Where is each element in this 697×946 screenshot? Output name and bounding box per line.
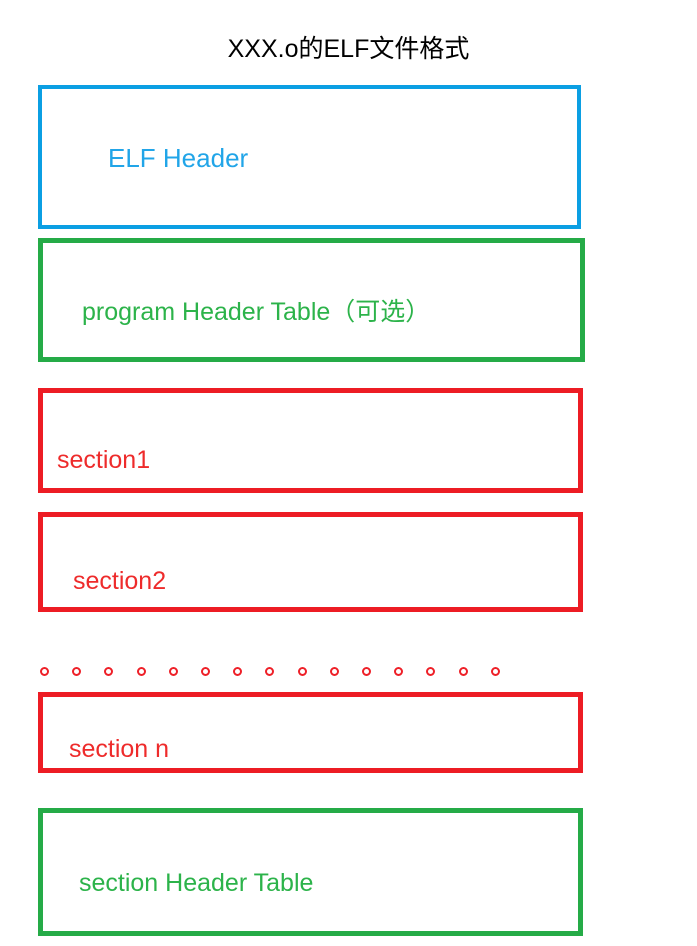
ellipsis-dot: [104, 666, 114, 676]
block-section-n-label: section n: [69, 735, 170, 763]
block-section-header-table-label: section Header Table: [79, 869, 314, 897]
ellipsis-dot: [168, 666, 178, 676]
block-section-2: section2: [38, 512, 583, 612]
ellipsis-dot: [329, 666, 339, 676]
block-elf-header: ELF Header: [38, 85, 581, 229]
ellipsis-dot: [426, 666, 436, 676]
ellipsis-dot: [136, 666, 146, 676]
ellipsis-dot: [394, 666, 404, 676]
block-elf-header-label: ELF Header: [108, 143, 249, 173]
block-section-header-table: section Header Table: [38, 808, 583, 936]
page-title: XXX.o的ELF文件格式: [227, 35, 470, 63]
ellipsis-dot: [201, 666, 211, 676]
block-section-n: section n: [38, 692, 583, 773]
block-section-1: section1: [38, 388, 583, 493]
block-section-1-label: section1: [57, 446, 151, 474]
ellipsis-dot: [490, 666, 500, 676]
ellipsis-dot: [297, 666, 307, 676]
block-section-2-label: section2: [73, 567, 167, 595]
ellipsis-dot: [362, 666, 372, 676]
ellipsis-dot: [72, 666, 82, 676]
ellipsis-dot: [265, 666, 275, 676]
ellipsis-dot: [40, 666, 49, 676]
ellipsis-dot: [233, 666, 243, 676]
ellipsis-dot: [458, 666, 468, 676]
block-program-header-table: program Header Table（可选）: [38, 238, 585, 362]
ellipsis-dots: [40, 664, 500, 678]
block-program-header-table-label: program Header Table（可选）: [82, 298, 431, 326]
